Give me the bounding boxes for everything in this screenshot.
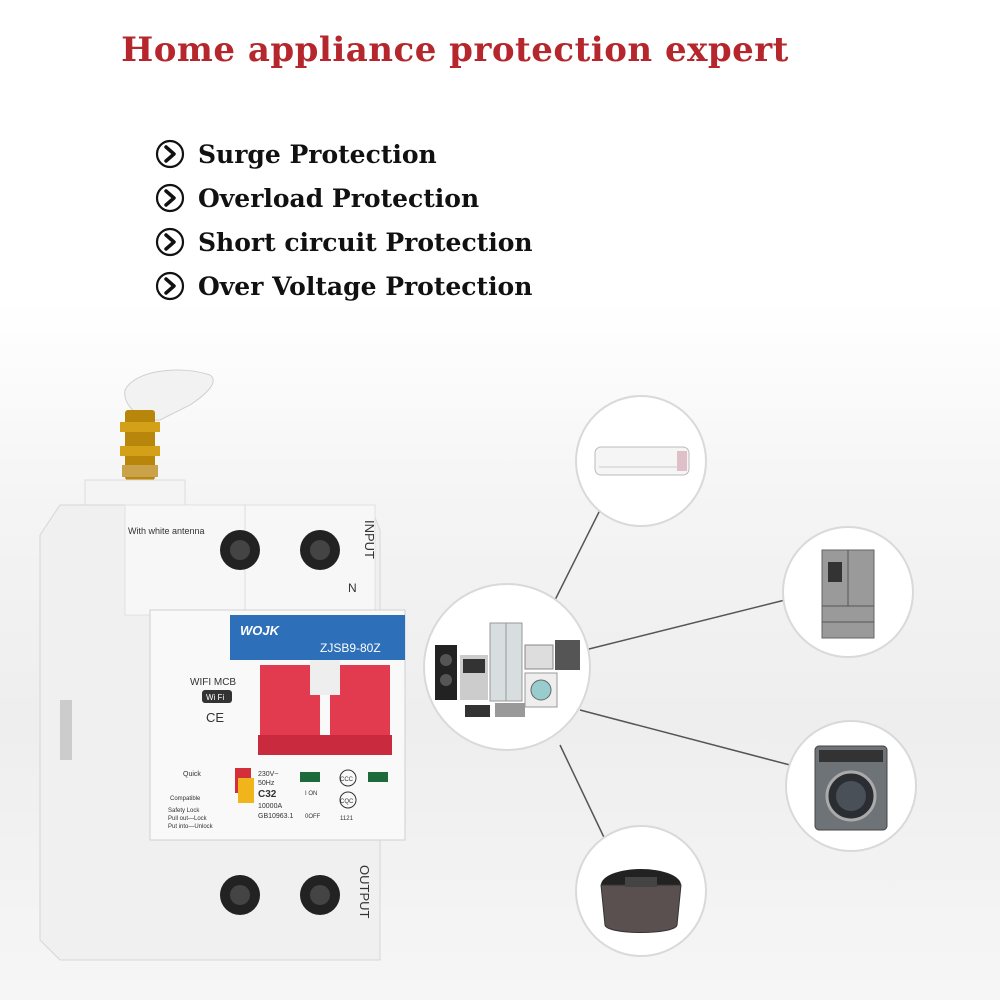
chevron-right-icon (155, 227, 185, 257)
spec-line: 50Hz (258, 780, 275, 787)
chevron-right-icon (155, 139, 185, 169)
feature-label: Over Voltage Protection (198, 271, 533, 301)
headline: Home appliance protection expert (121, 30, 789, 70)
safety-line: Put into—Unlock (168, 824, 214, 830)
on-label: I ON (305, 791, 317, 797)
output-label: OUTPUT (357, 865, 372, 919)
safety-line: Pull out—Lock (168, 816, 208, 822)
spec-line: GB10963.1 (258, 813, 294, 820)
feature-label: Surge Protection (198, 139, 437, 169)
off-label: 0OFF (305, 814, 321, 820)
rice-cooker-photo (600, 869, 682, 933)
wifi-badge: Wi Fi (206, 693, 224, 702)
spec-line: 10000A (258, 803, 282, 810)
compatible-label: Compatible (170, 796, 201, 802)
wifi-mcb-label: WIFI MCB (190, 677, 236, 688)
refrigerator-circle (782, 526, 914, 658)
spec-line: C32 (258, 789, 277, 800)
n-label: N (348, 581, 357, 595)
safety-line: Safety Lock (168, 808, 200, 814)
chevron-right-icon (155, 271, 185, 301)
ccc-mark: CCC (340, 777, 354, 783)
antenna-note: With white antenna (128, 526, 205, 536)
chevron-right-icon (155, 183, 185, 213)
feature-label: Short circuit Protection (198, 227, 533, 257)
cqc-mark: CQC (340, 799, 354, 805)
air-conditioner-circle (575, 395, 707, 527)
refrigerator-photo (821, 549, 875, 639)
feature-item: Surge Protection (155, 132, 533, 176)
quick-label: Quick (183, 771, 201, 778)
appliances-cluster-photo (435, 622, 580, 717)
circuit-breaker-photo: With white antenna INPUT N WOJK ZJSB9-80… (39, 369, 406, 961)
cqc-number: 1121 (340, 816, 354, 822)
feature-list: Surge Protection Overload Protection Sho… (155, 132, 533, 308)
washing-machine-circle (785, 720, 917, 852)
feature-item: Short circuit Protection (155, 220, 533, 264)
spec-line: 230V~ (258, 771, 278, 778)
feature-item: Over Voltage Protection (155, 264, 533, 308)
washing-machine-photo (814, 745, 888, 831)
input-label: INPUT (362, 520, 377, 559)
air-conditioner-photo (594, 446, 690, 476)
model-label: ZJSB9-80Z (320, 641, 381, 655)
feature-label: Overload Protection (198, 183, 480, 213)
appliance-cluster-circle (423, 583, 591, 751)
feature-item: Overload Protection (155, 176, 533, 220)
rice-cooker-circle (575, 825, 707, 957)
ce-mark: CE (206, 710, 224, 725)
brand-logo: WOJK (240, 623, 281, 638)
